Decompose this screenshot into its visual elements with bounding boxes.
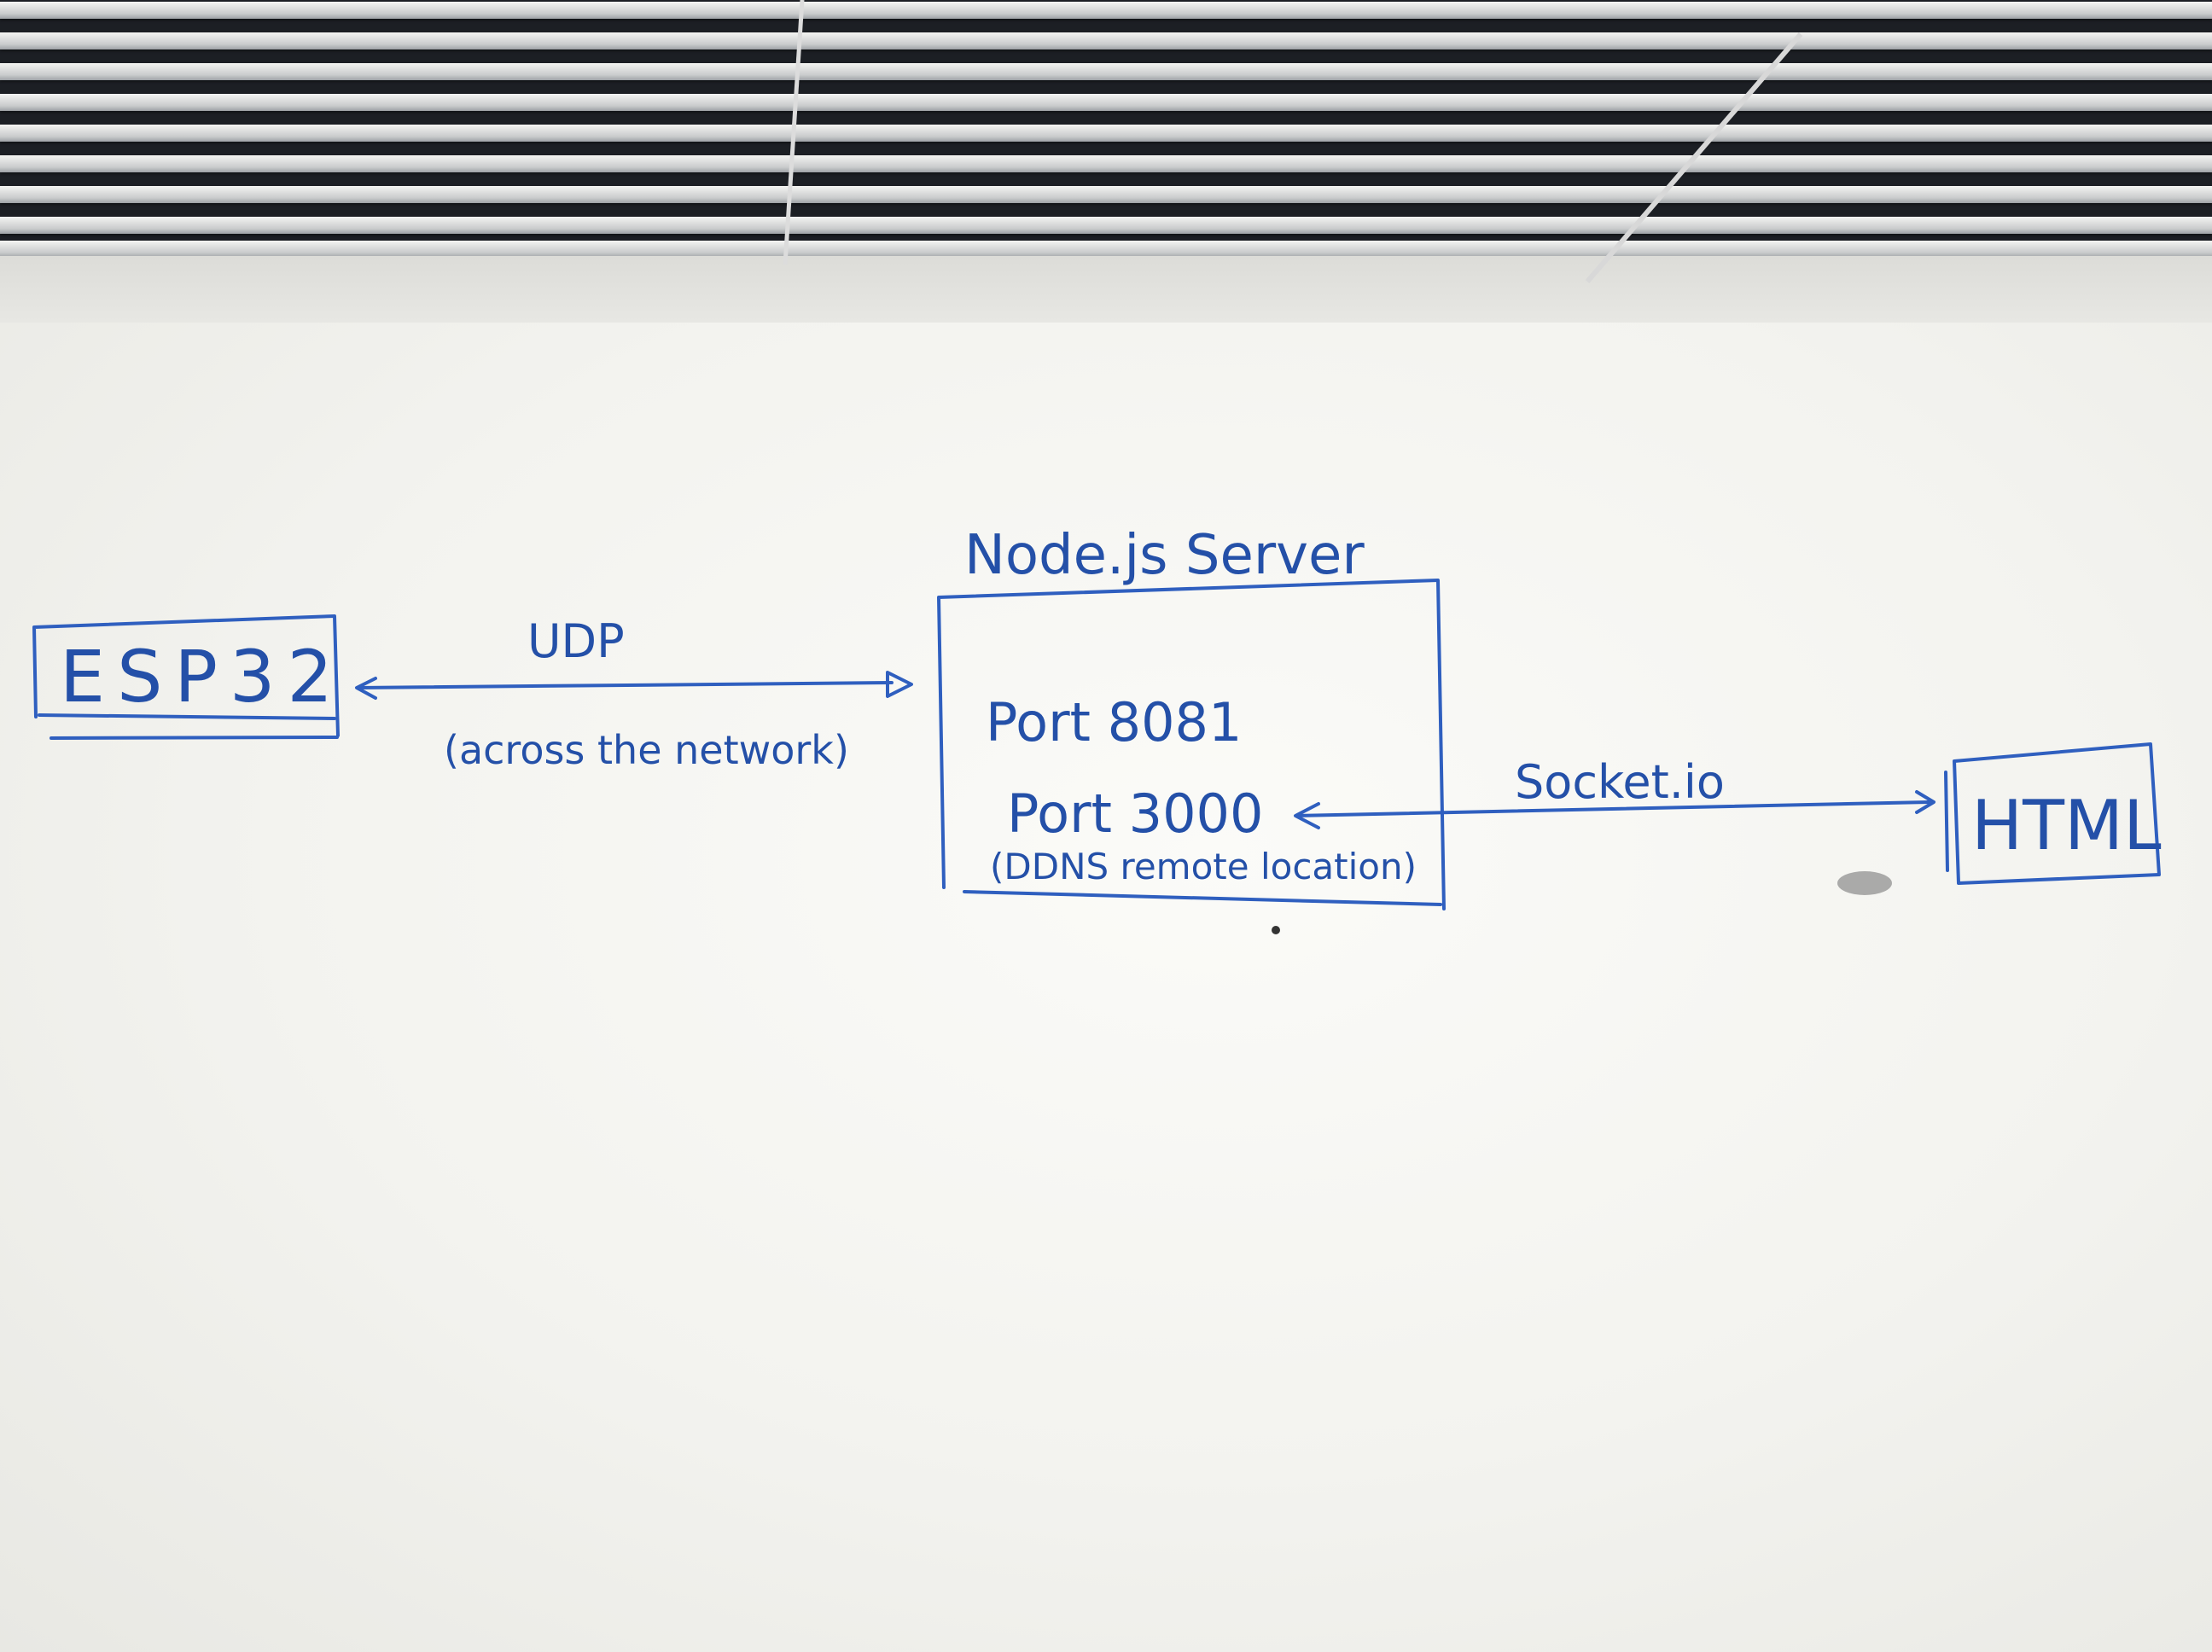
dot — [1272, 926, 1280, 934]
server-title: Node.js Server — [964, 524, 1365, 587]
server-port-b: Port 3000 — [1007, 782, 1263, 845]
udp-sublabel: (across the network) — [444, 727, 849, 773]
socket-arrowhead-right — [1915, 790, 1936, 814]
whiteboard-surface — [0, 323, 2212, 1652]
window-sill — [0, 256, 2212, 333]
server-node: Node.js Server Port 8081 Port 3000 (DDNS… — [937, 524, 1446, 910]
html-node: HTML — [1944, 742, 2162, 885]
esp32-label: ESP32 — [60, 635, 345, 718]
socket-arrow-line — [1295, 800, 1930, 817]
window-blinds — [0, 0, 2212, 282]
server-box — [937, 579, 1446, 910]
server-port-a: Port 8081 — [986, 691, 1242, 753]
socket-edge: Socket.io — [1294, 755, 1936, 829]
socket-arrowhead-left — [1294, 802, 1320, 829]
blind-cord — [783, 0, 805, 265]
udp-arrow-line — [357, 681, 894, 689]
esp32-box — [32, 614, 340, 740]
html-label: HTML — [1971, 786, 2162, 865]
server-port-b-note: (DDNS remote location) — [990, 846, 1417, 887]
udp-arrowhead-right — [886, 671, 913, 698]
udp-arrowhead-left — [355, 677, 377, 700]
udp-edge: UDP (across the network) — [355, 614, 913, 773]
esp32-node: ESP32 — [32, 614, 345, 740]
socket-label: Socket.io — [1515, 755, 1725, 809]
html-box — [1944, 742, 2161, 885]
blind-wand — [1585, 32, 1803, 283]
smudge — [1837, 871, 1892, 895]
udp-label: UDP — [527, 614, 625, 668]
